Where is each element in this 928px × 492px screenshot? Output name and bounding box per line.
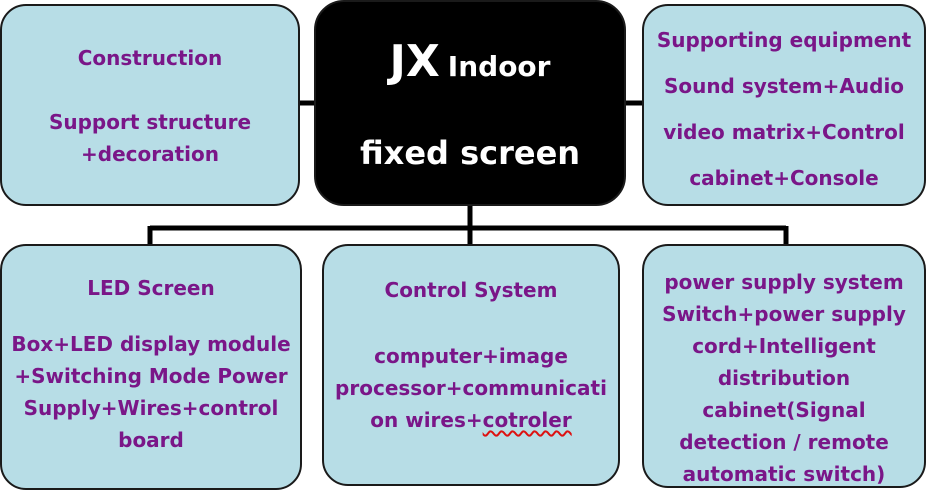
node-power-line-2: Switch+power supply xyxy=(662,302,906,326)
node-power-line-5: cabinet(Signal xyxy=(702,398,866,422)
node-led-screen: LED Screen Box+LED display module +Switc… xyxy=(0,244,302,490)
node-led-line-2: +Switching Mode Power xyxy=(14,364,288,388)
node-led-line-3: Supply+Wires+control xyxy=(23,396,279,420)
node-supporting-line-4: cabinet+Console xyxy=(689,166,879,190)
node-construction-line-1: Support structure xyxy=(48,110,252,134)
node-control-line-3b: cotroler xyxy=(482,408,572,432)
node-control-heading: Control System xyxy=(384,278,558,302)
node-led-line-4: board xyxy=(118,428,184,452)
node-control-line-3a: on wires+ xyxy=(370,408,483,432)
center-subtitle: fixed screen xyxy=(359,134,581,172)
node-supporting-line-2: Sound system+Audio xyxy=(663,74,905,98)
node-led-line-1: Box+LED display module xyxy=(11,332,291,356)
node-supporting-line-3: video matrix+Control xyxy=(663,120,905,144)
node-construction-heading: Construction xyxy=(77,46,223,70)
node-power-line-4: distribution xyxy=(717,366,851,390)
node-supporting-line-1: Supporting equipment xyxy=(656,28,912,52)
node-control-line-2: processor+communicati xyxy=(335,376,607,400)
node-power-line-6: detection / remote xyxy=(679,430,889,454)
node-power-line-7: automatic switch) xyxy=(682,462,886,486)
node-construction: Construction Support structure +decorati… xyxy=(0,4,300,206)
node-led-heading: LED Screen xyxy=(87,276,215,300)
node-control-line-1: computer+image xyxy=(374,344,568,368)
node-power-line-1: power supply system xyxy=(664,270,904,294)
node-power-line-3: cord+Intelligent xyxy=(692,334,876,358)
node-control-line-3: on wires+cotroler xyxy=(370,408,571,432)
node-control-system: Control System computer+image processor+… xyxy=(322,244,620,486)
center-title-small: Indoor xyxy=(447,50,551,83)
node-power-supply: power supply system Switch+power supply … xyxy=(642,244,926,488)
node-construction-line-2: +decoration xyxy=(81,142,219,166)
node-supporting-equipment: Supporting equipment Sound system+Audio … xyxy=(642,4,926,206)
center-title-big: JX xyxy=(389,36,440,87)
